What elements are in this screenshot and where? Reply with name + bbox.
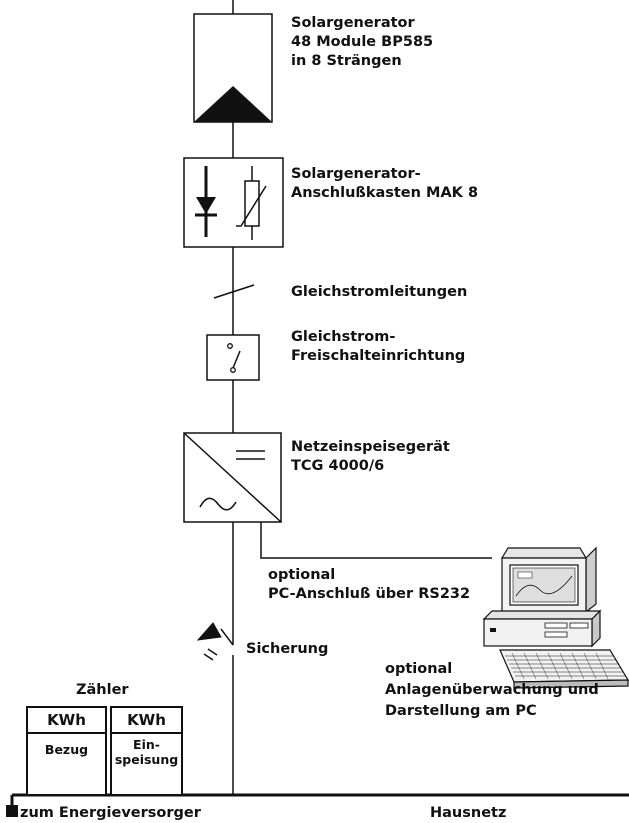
dc-disconnect-icon [206,334,260,381]
dc-disconnect-line1: Gleichstrom- [291,329,396,345]
fuse-label: Sicherung [246,641,329,657]
house-grid-label: Hausnetz [430,805,507,821]
import-meter-unit: KWh [28,708,105,734]
varistor-icon [236,166,267,240]
dc-cables-label: Gleichstromleitungen [291,284,468,300]
pc-link-rs232: PC-Anschluß über RS232 [268,586,471,602]
dc-disconnect-line2: Freischalteinrichtung [291,348,466,364]
import-meter: KWh Bezug [26,706,107,796]
meters-title: Zähler [76,682,129,698]
export-meter-unit: KWh [112,708,181,734]
export-meter-label-line1: Ein- [133,737,160,752]
solar-generator-modules: 48 Module BP585 [291,34,434,50]
import-meter-label: Bezug [44,742,89,757]
export-meter: KWh Ein- speisung [110,706,183,796]
monitoring-line3: Darstellung am PC [385,703,537,719]
pc-icon [482,546,629,689]
dc-disconnect-label: Gleichstrom- Freischalteinrichtung [291,328,465,366]
solar-generator-label: Solargenerator 48 Module BP585 in 8 Strä… [291,14,433,71]
connection-box-icon [183,157,284,248]
inverter-label: Netzeinspeisegerät TCG 4000/6 [291,438,450,476]
utility-label: zum Energieversorger [20,805,201,821]
monitoring-label: optional Anlagenüberwachung und Darstell… [385,659,599,722]
diode-icon [195,166,217,237]
connection-box-label: Solargenerator- Anschlußkasten MAK 8 [291,165,478,203]
inverter-model: TCG 4000/6 [291,458,385,474]
export-meter-label-line2: speisung [114,752,179,767]
keyboard-key-columns [511,652,609,680]
pc-link-label: optional PC-Anschluß über RS232 [268,566,470,604]
solar-generator-icon [193,13,273,123]
fuse-icon [196,622,234,661]
connection-box-line2: Anschlußkasten MAK 8 [291,185,479,201]
connection-box-line1: Solargenerator- [291,166,421,182]
inverter-icon [183,432,282,523]
rs232-cable [260,522,492,559]
inverter-name: Netzeinspeisegerät [291,439,450,455]
solar-generator-title: Solargenerator [291,15,415,31]
solar-generator-strings: in 8 Strängen [291,53,402,69]
dc-cable-tick-icon [213,284,255,299]
pc-link-optional: optional [268,567,336,583]
monitoring-optional: optional [385,661,453,677]
monitoring-line2: Anlagenüberwachung und [385,682,599,698]
